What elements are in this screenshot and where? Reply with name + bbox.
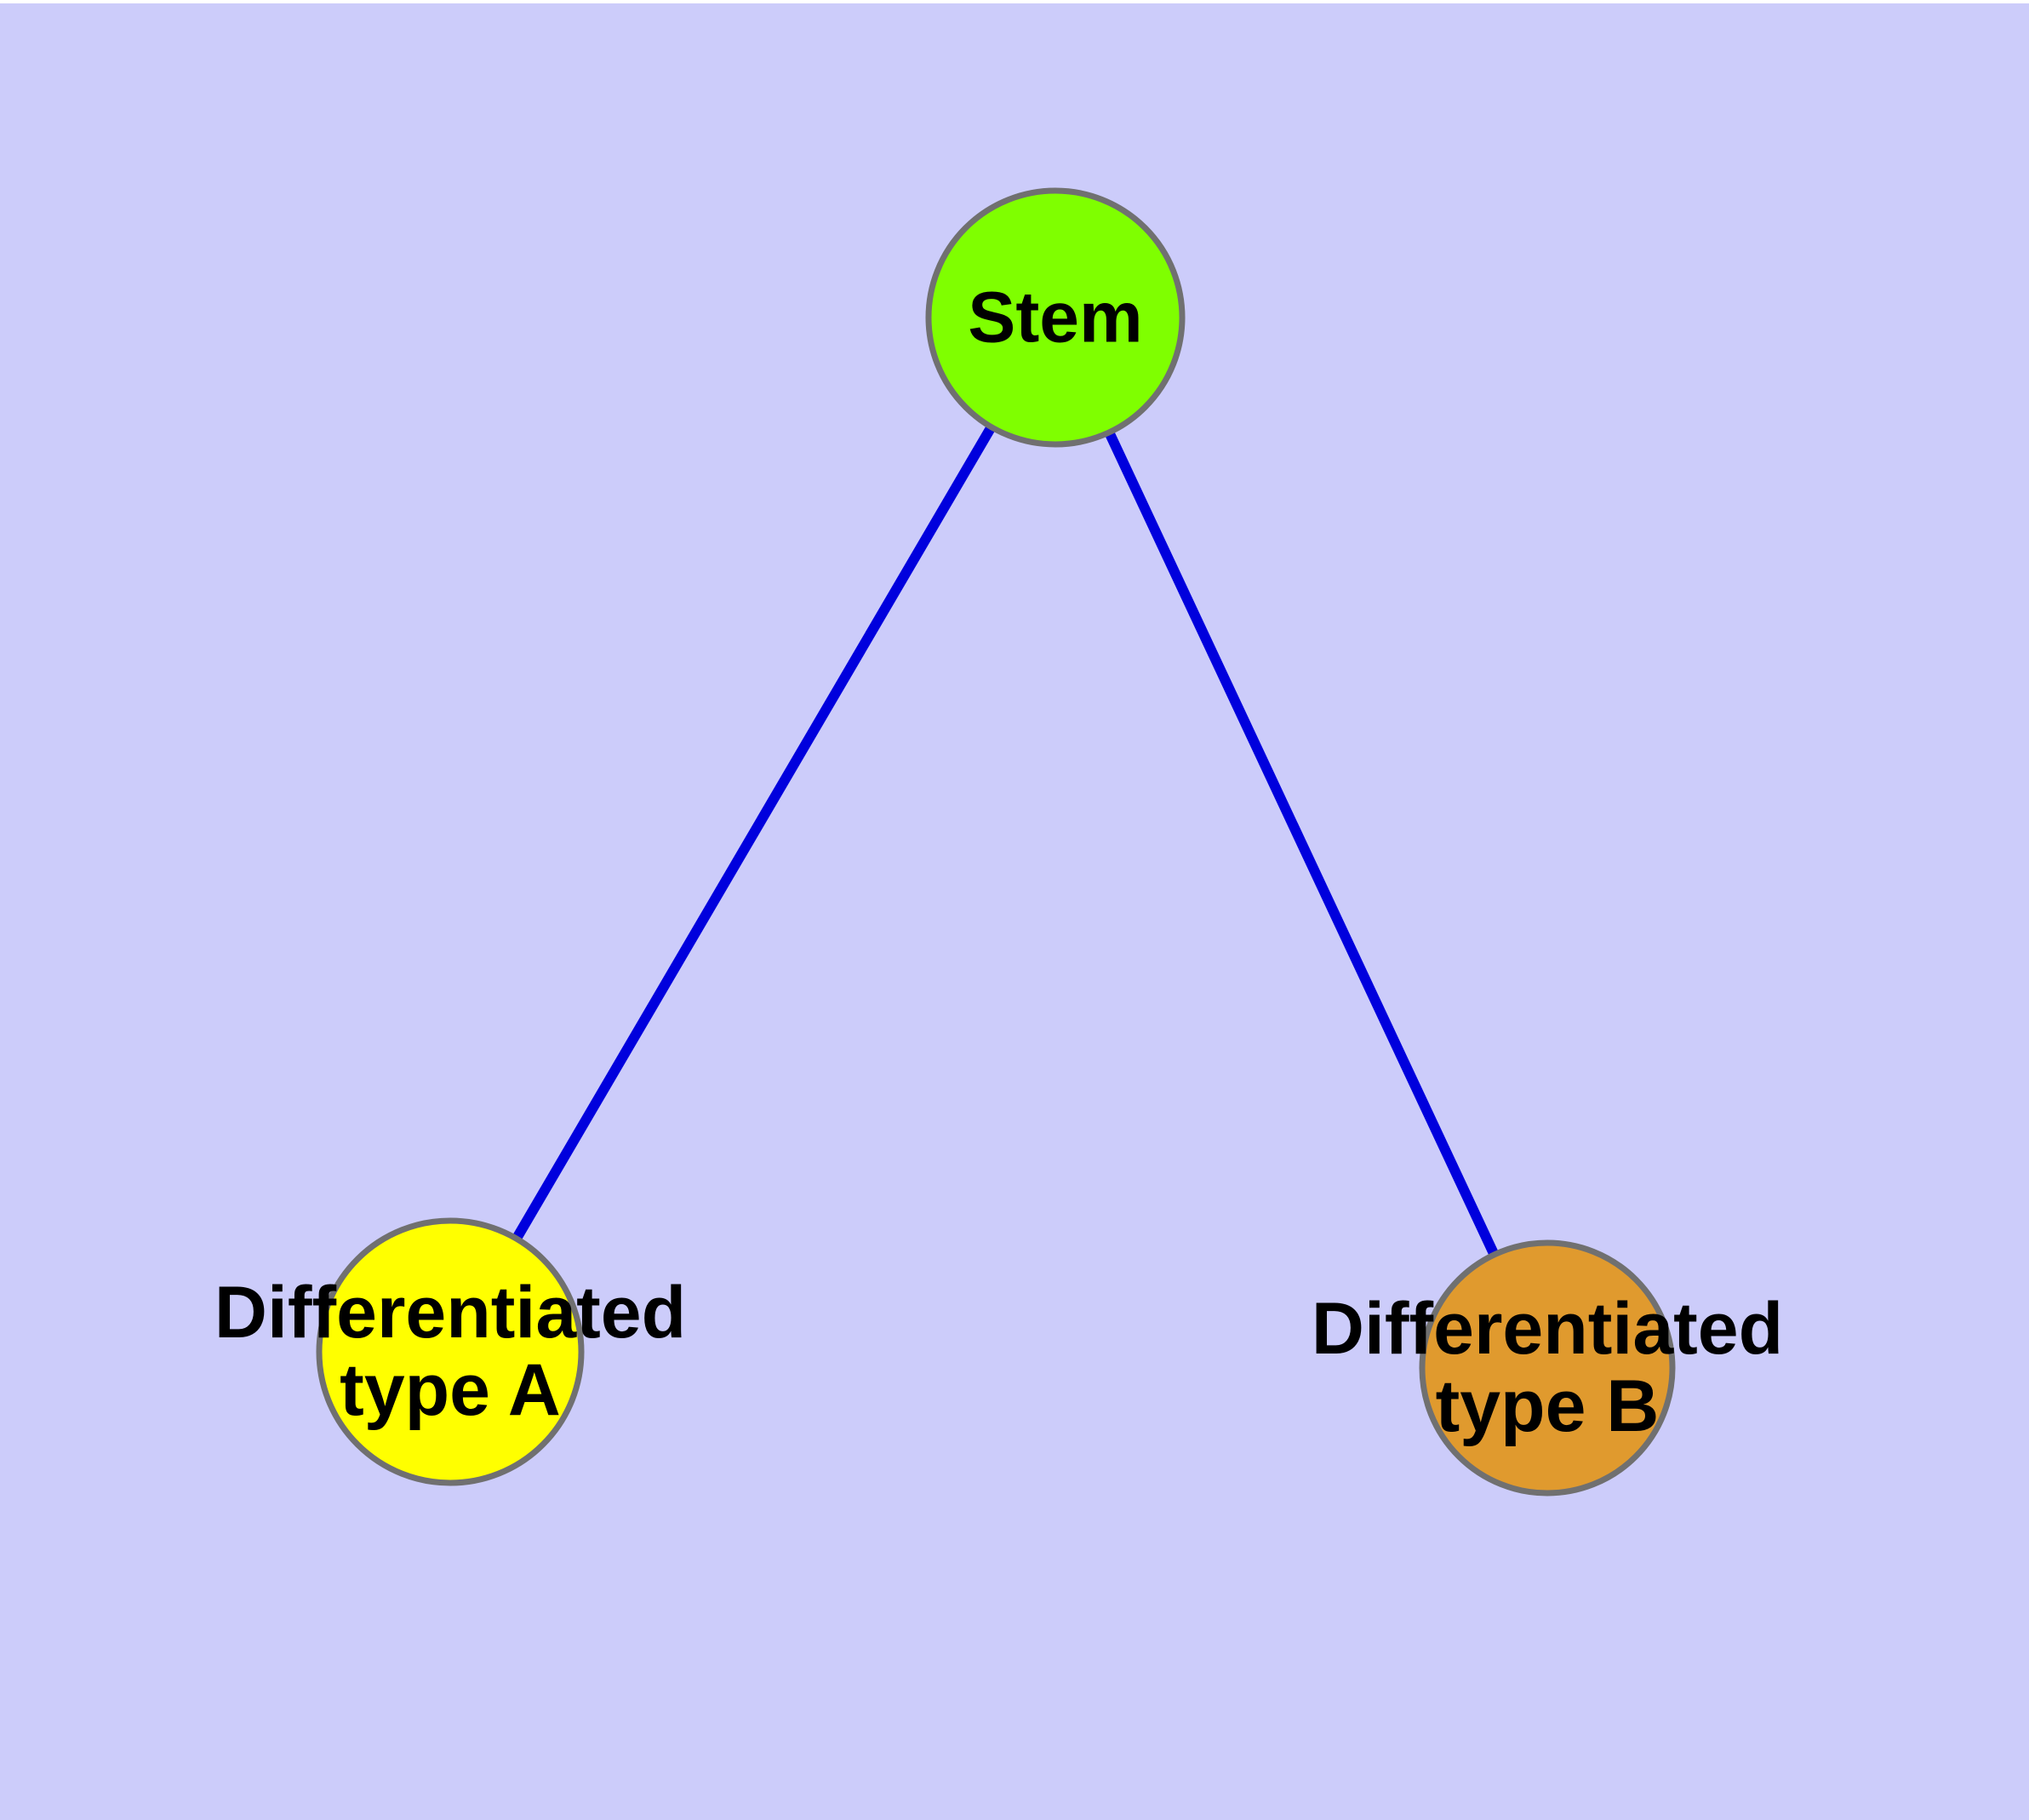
graph-node-diff_a[interactable] [316, 1217, 585, 1486]
graph-node-diff_b[interactable] [1419, 1239, 1676, 1497]
graph-node-stem[interactable] [925, 187, 1186, 448]
edge-layer [445, 314, 1552, 1371]
graph-edge-stem-diff_b [1050, 315, 1552, 1371]
node-layer [316, 187, 1676, 1497]
graph-edge-stem-diff_a [445, 314, 1060, 1355]
